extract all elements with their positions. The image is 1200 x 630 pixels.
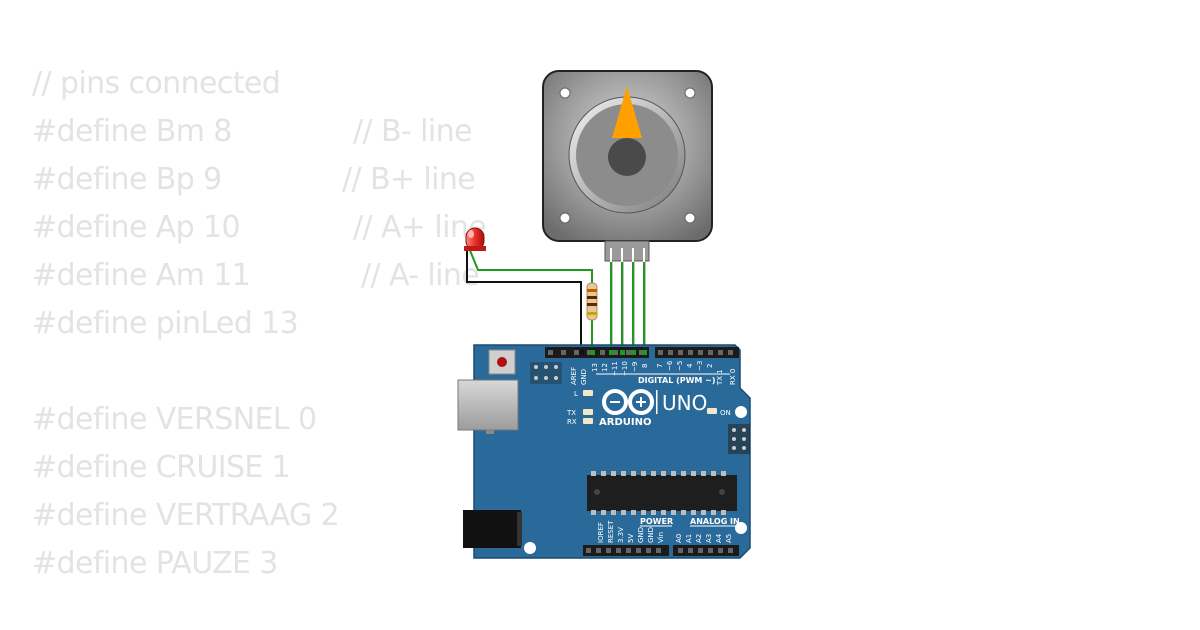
analog-header[interactable] xyxy=(673,545,739,556)
pin-label: 5V xyxy=(627,534,635,543)
code-text: // pins connected xyxy=(32,66,281,101)
icsp-header-small xyxy=(530,362,562,384)
pin-label: A2 xyxy=(695,534,703,543)
pin-label: 2 xyxy=(706,364,714,368)
atmega-chip xyxy=(587,471,737,515)
code-comment: // B- line xyxy=(353,114,472,149)
code-text: #define Am 11 xyxy=(32,258,251,293)
motor-screw xyxy=(559,87,571,99)
power-label: POWER xyxy=(640,517,673,526)
code-line: // pins connected xyxy=(32,66,281,101)
code-line: #define VERTRAAG 2 xyxy=(32,498,340,533)
pin-label: A1 xyxy=(685,534,693,543)
motor-screw xyxy=(684,87,696,99)
motor-screw xyxy=(684,212,696,224)
code-line: #define Ap 10 // A+ line xyxy=(32,210,487,245)
motor-wires xyxy=(610,262,645,355)
bottom-pin-labels: IOREF RESET 3.3V 5V GND GND Vin A0 A1 A2… xyxy=(597,520,733,543)
pin-label: 8 xyxy=(641,364,649,368)
pin-label: A3 xyxy=(705,534,713,543)
code-line: #define Bp 9 // B+ line xyxy=(32,162,476,197)
pin-label: Vin xyxy=(657,532,665,543)
status-leds: L TX RX ON xyxy=(566,390,731,426)
motor-connector xyxy=(604,240,650,262)
code-line: #define PAUZE 3 xyxy=(32,546,278,581)
code-comment: // A+ line xyxy=(353,210,487,245)
pin-label: GND xyxy=(637,527,645,543)
motor-screw xyxy=(559,212,571,224)
reset-button[interactable] xyxy=(488,349,516,375)
pin-label: ~9 xyxy=(631,362,639,372)
resistor[interactable] xyxy=(586,282,598,321)
red-led[interactable] xyxy=(464,227,486,251)
pin-label: AREF xyxy=(570,367,578,385)
digital-header-left[interactable] xyxy=(545,347,649,358)
stepper-motor[interactable] xyxy=(542,70,713,262)
pin-label: 4 xyxy=(686,363,694,368)
pin-label: RESET xyxy=(607,520,615,543)
usb-port[interactable] xyxy=(457,379,519,431)
pin-label: 7 xyxy=(656,364,664,368)
pin-label: ~3 xyxy=(696,361,704,371)
motor-shaft xyxy=(608,138,646,176)
digital-label: DIGITAL (PWM ~) xyxy=(638,376,716,385)
icsp-header-right xyxy=(728,424,750,454)
code-line: #define Am 11 // A- line xyxy=(32,258,480,293)
model-text: UNO xyxy=(662,391,707,415)
pin-label: GND xyxy=(647,527,655,543)
mount-hole xyxy=(735,522,747,534)
code-text: #define Ap 10 xyxy=(32,210,241,245)
digital-pin-labels: AREF GND 13 12 ~11 ~10 ~9 8 7 ~6 ~5 4 ~3… xyxy=(570,360,737,386)
code-comment: // B+ line xyxy=(342,162,476,197)
motor-pointer xyxy=(612,86,642,138)
mount-hole xyxy=(735,406,747,418)
code-line: #define VERSNEL 0 xyxy=(32,402,317,437)
code-text: #define VERSNEL 0 xyxy=(32,402,317,437)
code-text: #define Bp 9 xyxy=(32,162,222,197)
resistor-body xyxy=(586,282,598,321)
led-tx-label: TX xyxy=(566,409,576,417)
code-text: #define VERTRAAG 2 xyxy=(32,498,340,533)
code-text: #define PAUZE 3 xyxy=(32,546,278,581)
pin-label: A5 xyxy=(725,534,733,543)
analog-label: ANALOG IN xyxy=(690,517,740,526)
digital-header-right[interactable] xyxy=(655,347,739,358)
pin-label: RX 0 xyxy=(729,369,737,385)
power-jack[interactable] xyxy=(463,510,521,548)
pin-label: GND xyxy=(580,369,588,385)
pin-label: ~6 xyxy=(666,360,674,371)
code-line: #define pinLed 13 xyxy=(32,306,299,341)
code-text: #define Bm 8 xyxy=(32,114,232,149)
pin-label: ~5 xyxy=(676,361,684,371)
pin-label: ~11 xyxy=(611,361,619,376)
code-comment: // A- line xyxy=(361,258,480,293)
brand-text: ARDUINO xyxy=(599,417,651,428)
pin-label: A0 xyxy=(675,534,683,543)
code-line: #define Bm 8 // B- line xyxy=(32,114,472,149)
pin-label: TX 1 xyxy=(716,369,724,386)
on-label: ON xyxy=(720,409,731,417)
reset-button-cap xyxy=(497,357,507,367)
code-text: #define CRUISE 1 xyxy=(32,450,291,485)
pin-label: 3.3V xyxy=(617,527,625,543)
arduino-logo: ARDUINO UNO xyxy=(599,389,707,428)
led-l-label: L xyxy=(574,390,578,398)
code-line: #define CRUISE 1 xyxy=(32,450,291,485)
pin-label: 12 xyxy=(601,363,609,372)
code-text: #define pinLed 13 xyxy=(32,306,299,341)
pin-label: 13 xyxy=(591,363,599,372)
led-wiring xyxy=(466,247,593,355)
pin-label: IOREF xyxy=(597,522,605,543)
pin-label: A4 xyxy=(715,533,723,543)
mount-hole xyxy=(524,542,536,554)
pin-label: ~10 xyxy=(621,361,629,376)
led-rx-label: RX xyxy=(567,418,577,426)
arduino-uno-board[interactable]: AREF GND 13 12 ~11 ~10 ~9 8 7 ~6 ~5 4 ~3… xyxy=(457,344,751,559)
